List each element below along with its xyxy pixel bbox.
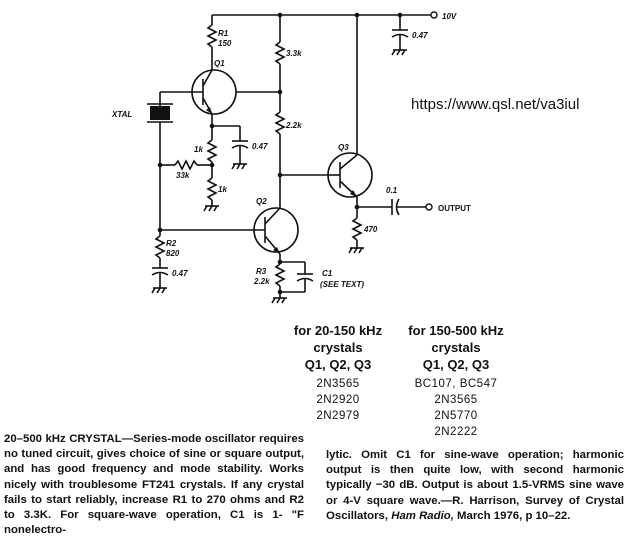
supply-terminal — [430, 11, 438, 19]
q1-label: Q1 — [214, 59, 225, 68]
xtal-crystal — [150, 106, 170, 120]
column-sub2: Q1, Q2, Q3 — [422, 357, 490, 372]
c-supply-label: 0.47 — [412, 31, 428, 40]
c-q1-label: 0.47 — [252, 142, 268, 151]
r1-value: 150 — [218, 39, 232, 48]
r-3k3-label: 3.3k — [286, 49, 302, 58]
column-sub1: crystals — [313, 340, 363, 355]
r-470-label: 470 — [363, 225, 378, 234]
description-right-text: lytic. Omit C1 for sine-wave operation; … — [326, 449, 624, 522]
c-out-label: 0.1 — [386, 186, 398, 195]
part-number: 2N2979 — [316, 410, 360, 422]
ground-symbol — [391, 49, 407, 56]
part-number: 2N3565 — [316, 378, 360, 390]
table-column-high: for 150-500 kHz crystals Q1, Q2, Q3 BC10… — [397, 323, 515, 440]
part-number: 2N3565 — [434, 394, 478, 406]
r2-name: R2 — [166, 239, 177, 248]
circuit-schematic: 10V 0.47 R1 150 Q1 3.3k 2.2k XTAL — [111, 11, 471, 304]
description-right-end: March 1976, p 10–22. — [453, 509, 571, 522]
description-right: lytic. Omit C1 for sine-wave operation; … — [326, 448, 624, 524]
column-heading: for 150-500 kHz — [408, 323, 504, 338]
part-number: BC107, BC547 — [414, 378, 498, 390]
journal-name: Ham Radio, — [391, 509, 454, 522]
q3-label: Q3 — [338, 143, 349, 152]
table-column-low: for 20-150 kHz crystals Q1, Q2, Q3 2N356… — [283, 323, 393, 424]
r-1k-b-label: 1k — [218, 185, 227, 194]
q2-label: Q2 — [256, 197, 267, 206]
output-label: OUTPUT — [438, 204, 471, 213]
c1-label: C1 — [322, 269, 333, 278]
r-1k-a-label: 1k — [194, 145, 203, 154]
output-terminal — [425, 203, 433, 211]
part-number: 2N5770 — [434, 410, 478, 422]
r-33k-label: 33k — [176, 171, 190, 180]
description-left: 20–500 kHz CRYSTAL—Series-mode oscillato… — [4, 433, 304, 537]
column-sub1: crystals — [431, 340, 481, 355]
r3-name: R3 — [256, 267, 267, 276]
xtal-label: XTAL — [111, 110, 132, 119]
part-number: 2N2920 — [316, 394, 360, 406]
r1-name: R1 — [218, 29, 229, 38]
r3-value: 2.2k — [253, 277, 270, 286]
watermark-url: https://www.qsl.net/va3iul — [411, 96, 580, 113]
column-sub2: Q1, Q2, Q3 — [304, 357, 372, 372]
c-r2-label: 0.47 — [172, 269, 188, 278]
r2-value: 820 — [166, 249, 180, 258]
r-2k2-label: 2.2k — [285, 121, 302, 130]
c1-note: (SEE TEXT) — [320, 280, 364, 289]
supply-label: 10V — [442, 12, 457, 21]
column-heading: for 20-150 kHz — [293, 323, 383, 338]
q3-transistor — [327, 152, 373, 198]
part-number: 2N2222 — [434, 426, 478, 438]
